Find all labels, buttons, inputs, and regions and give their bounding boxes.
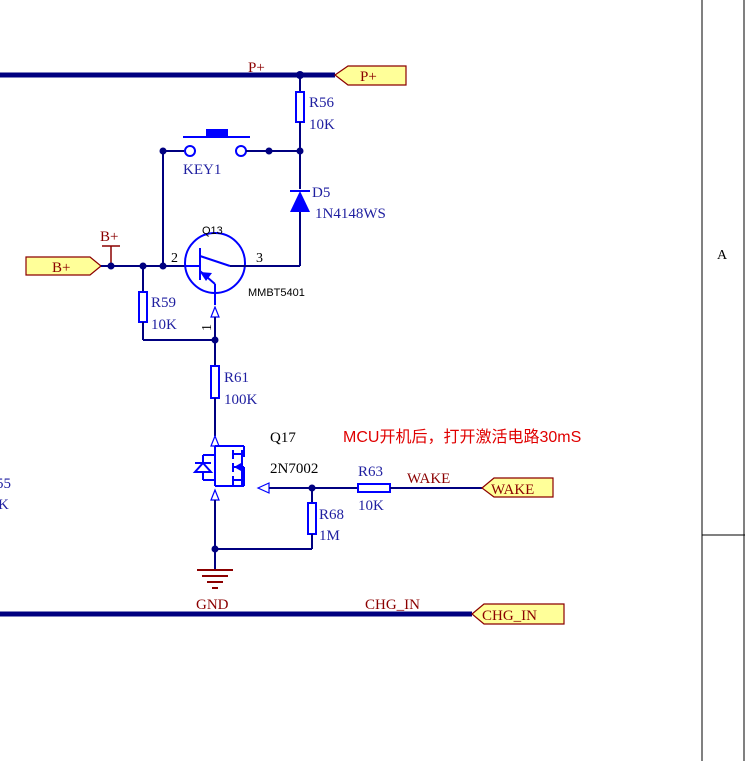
net-label-wake: WAKE: [407, 471, 450, 487]
d5-value: 1N4148WS: [315, 206, 386, 222]
key1-ref: KEY1: [183, 162, 221, 178]
r59-ref: R59: [151, 295, 176, 311]
diode-d5[interactable]: D5 1N4148WS: [290, 151, 386, 266]
port-b-plus-label: B+: [52, 260, 70, 276]
r61-value: 100K: [224, 392, 258, 408]
mosfet-q17[interactable]: Q17 2N7002: [192, 430, 358, 570]
resistor-r61[interactable]: R61 100K: [210, 340, 258, 436]
transistor-q13[interactable]: Q13 MMBT5401 2 3 1: [171, 225, 305, 340]
r68-value: 1M: [319, 528, 340, 544]
q13-ref: Q13: [202, 225, 223, 237]
port-p-plus-label: P+: [360, 69, 377, 85]
q13-pin-base: 1: [200, 324, 215, 331]
switch-key1[interactable]: KEY1: [159, 129, 304, 178]
r68-ref: R68: [319, 507, 344, 523]
chg-in-net: CHG_IN: [0, 597, 472, 617]
q17-ref: Q17: [270, 430, 296, 446]
p-plus-net: P+: [0, 60, 335, 79]
port-b-plus[interactable]: B+: [25, 256, 102, 276]
q13-pin-collector: 2: [171, 251, 178, 266]
resistor-r63[interactable]: R63 10K: [357, 464, 482, 514]
sheet-frame: A: [701, 0, 745, 761]
net-label-chg-in: CHG_IN: [365, 597, 420, 613]
port-chg-in[interactable]: CHG_IN: [471, 603, 565, 625]
net-label-p-plus: P+: [248, 60, 265, 76]
cutoff-label-line1: 55: [0, 476, 11, 492]
r61-ref: R61: [224, 370, 249, 386]
net-label-b-plus: B+: [100, 229, 118, 245]
port-chg-in-label: CHG_IN: [482, 608, 537, 624]
r63-value: 10K: [358, 498, 384, 514]
q13-value: MMBT5401: [248, 287, 305, 299]
port-wake-label: WAKE: [491, 482, 534, 498]
frame-zone-label: A: [717, 248, 728, 263]
r56-ref: R56: [309, 95, 335, 111]
r63-ref: R63: [358, 464, 383, 480]
net-label-gnd: GND: [196, 597, 229, 613]
r59-value: 10K: [151, 317, 177, 333]
r56-value: 10K: [309, 117, 335, 133]
ground-symbol: GND: [196, 569, 233, 613]
q13-pin-emitter: 3: [256, 251, 263, 266]
q17-value: 2N7002: [270, 461, 318, 477]
port-wake[interactable]: WAKE: [481, 477, 554, 498]
resistor-r56[interactable]: R56 10K: [295, 75, 335, 151]
cutoff-label-line2: K: [0, 497, 9, 513]
resistor-r59[interactable]: R59 10K: [138, 266, 219, 344]
design-note: MCU开机后，打开激活电路30mS: [343, 428, 581, 446]
resistor-r68[interactable]: R68 1M: [211, 484, 345, 553]
port-p-plus[interactable]: P+: [333, 65, 407, 86]
d5-ref: D5: [312, 185, 330, 201]
